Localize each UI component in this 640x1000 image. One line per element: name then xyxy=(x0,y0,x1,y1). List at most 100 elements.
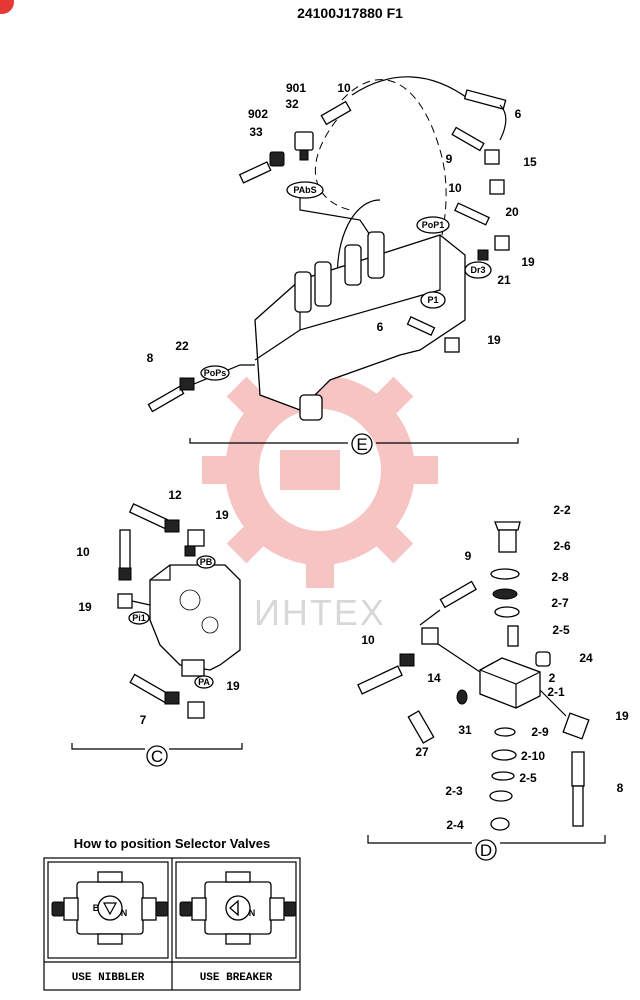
plug-thread xyxy=(498,529,517,553)
port-tag-pi1: Pi1 xyxy=(128,611,150,625)
svg-text:B: B xyxy=(93,903,100,913)
elbow-fitting xyxy=(187,529,205,547)
elbow-fitting xyxy=(444,337,460,353)
valve-front-edge xyxy=(254,329,301,361)
section-marker-c xyxy=(146,745,168,767)
part-label: 19 xyxy=(521,255,535,269)
hose-fitting xyxy=(463,89,507,110)
nut xyxy=(179,377,195,391)
valve-port xyxy=(201,616,219,634)
part-label: 10 xyxy=(337,81,351,95)
part-label: 901 xyxy=(286,81,306,95)
port-tag-pop1: PoP1 xyxy=(416,216,450,234)
breaker-caption: USE BREAKER xyxy=(200,972,273,984)
svg-text:PA: PA xyxy=(198,677,210,687)
svg-text:PAbS: PAbS xyxy=(293,185,316,195)
hose-fitting xyxy=(454,202,490,226)
section-bracket xyxy=(189,438,348,444)
nut xyxy=(477,249,489,261)
section-letter: E xyxy=(356,435,367,454)
section-letter: C xyxy=(151,747,163,766)
elbow-fitting xyxy=(494,235,510,251)
section-letter: D xyxy=(480,841,492,860)
section-bracket xyxy=(376,438,519,444)
o-ring xyxy=(490,568,520,580)
hose-fitting xyxy=(147,385,185,413)
part-label: 12 xyxy=(168,488,182,502)
nut xyxy=(164,691,180,705)
selector-valve-guide: How to position Selector Valves B N xyxy=(43,836,301,991)
hose-fitting xyxy=(238,161,272,184)
hose-bend xyxy=(499,104,507,141)
spool xyxy=(294,271,312,313)
section-bracket xyxy=(500,835,606,844)
breaker-valve-icon: N xyxy=(175,861,297,959)
pipe xyxy=(437,643,481,673)
part-label: 31 xyxy=(458,723,472,737)
part-label: 19 xyxy=(78,600,92,614)
hose xyxy=(572,785,584,827)
valve-port xyxy=(179,589,201,611)
part-label: 902 xyxy=(248,107,268,121)
part-label: 9 xyxy=(446,152,453,166)
section-bracket xyxy=(367,835,472,844)
nibbler-valve-icon: B N xyxy=(47,861,169,959)
gear-logo-icon xyxy=(202,352,438,588)
hose-dashed-left xyxy=(314,109,351,211)
part-label: 32 xyxy=(285,97,299,111)
washer xyxy=(456,689,468,705)
section-bracket xyxy=(169,743,243,750)
nut xyxy=(118,567,132,581)
section-d-assembly: 2-2 2-6 9 2-8 2-7 2-5 10 24 14 2 2-1 19 … xyxy=(357,503,629,861)
o-ring xyxy=(491,771,515,781)
spool-ring xyxy=(489,790,513,802)
svg-text:N: N xyxy=(121,908,128,918)
section-c-assembly: PB Pi1 PA 12 19 10 19 19 7 C xyxy=(71,488,243,767)
section-e-assembly: PAbS PoP1 Dr3 P1 PoPs 901 32 902 33 10 6… xyxy=(147,76,537,455)
pipe xyxy=(131,600,151,606)
part-label: 19 xyxy=(226,679,240,693)
o-ring xyxy=(494,606,520,618)
corner-badge xyxy=(0,0,14,14)
part-label: 15 xyxy=(523,155,537,169)
hose-fitting xyxy=(571,751,585,787)
part-label: 8 xyxy=(147,351,154,365)
spool xyxy=(344,244,362,286)
valve-stem xyxy=(299,394,323,421)
port-tag-dr3: Dr3 xyxy=(464,261,492,279)
drawing-number: 24100J17880 F1 xyxy=(297,5,403,21)
part-label: 8 xyxy=(617,781,624,795)
port-tag-pops: PoPs xyxy=(200,365,230,381)
part-label: 10 xyxy=(76,545,90,559)
port-tag-pa: PA xyxy=(194,675,214,689)
selector-valve-body xyxy=(149,564,241,671)
part-label: 33 xyxy=(249,125,263,139)
port-tag-pb: PB xyxy=(196,555,216,569)
nut xyxy=(299,149,309,161)
nut xyxy=(164,519,180,533)
svg-text:PoP1: PoP1 xyxy=(422,220,445,230)
hose-fitting xyxy=(357,665,403,695)
hose-line xyxy=(419,609,441,626)
section-marker-d xyxy=(475,839,497,861)
port-tag-pabs: PAbS xyxy=(286,181,324,199)
hose-fitting xyxy=(406,316,436,336)
part-label: 20 xyxy=(505,205,519,219)
hose-fitting xyxy=(320,100,352,126)
o-ring xyxy=(494,727,516,737)
hose xyxy=(119,529,131,571)
pipe xyxy=(539,689,567,717)
spool xyxy=(314,261,332,307)
spool xyxy=(367,231,385,279)
nut xyxy=(184,545,196,557)
hose-top xyxy=(351,76,471,101)
hose-fitting xyxy=(128,503,171,530)
part-label: 2-8 xyxy=(551,570,569,584)
svg-text:Pi1: Pi1 xyxy=(132,613,146,623)
svg-text:Dr3: Dr3 xyxy=(470,265,485,275)
part-label: 19 xyxy=(215,508,229,522)
part-label: 10 xyxy=(448,181,462,195)
part-label: 24 xyxy=(579,651,593,665)
hose-fitting xyxy=(129,673,171,704)
